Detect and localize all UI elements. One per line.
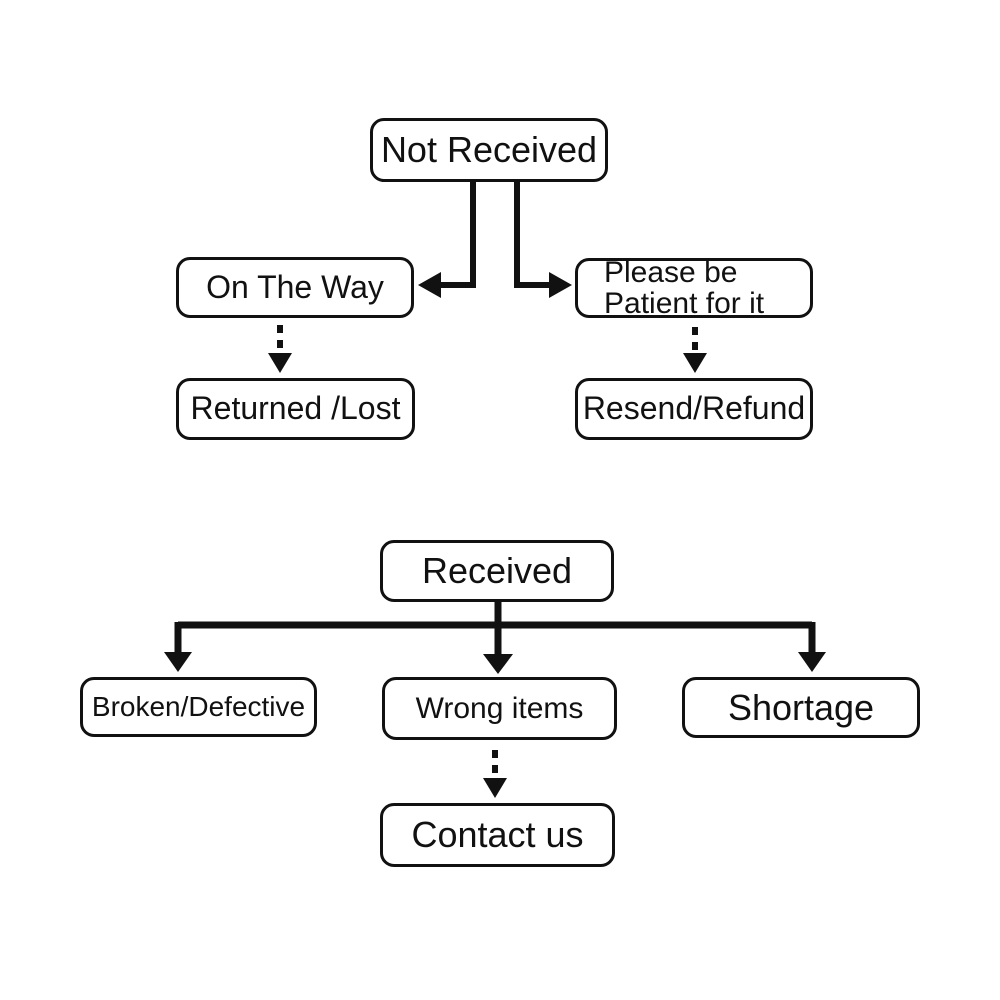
node-contact-us: Contact us [380, 803, 615, 867]
node-shortage: Shortage [682, 677, 920, 738]
node-label: Shortage [727, 686, 875, 728]
node-label: Returned /Lost [190, 390, 401, 427]
node-label: Received [421, 550, 573, 592]
node-broken-defective: Broken/Defective [80, 677, 317, 737]
connector-not-received-to-on-the-way [440, 182, 476, 288]
node-resend-refund: Resend/Refund [575, 378, 813, 440]
node-label: On The Way [206, 268, 384, 305]
node-label-line1: Please be [604, 255, 738, 289]
node-please-be-patient: Please be Patient for it [575, 255, 813, 320]
node-label-line2: Patient for it [604, 287, 765, 320]
node-label: Not Received [380, 129, 598, 171]
arrowhead-down-icon [483, 654, 513, 674]
arrowhead-left-icon [418, 272, 441, 298]
node-on-the-way: On The Way [176, 257, 414, 318]
arrowhead-down-icon [268, 353, 292, 373]
node-label: Broken/Defective [91, 691, 306, 723]
arrowhead-down-icon [483, 778, 507, 798]
node-not-received: Not Received [370, 118, 608, 182]
node-label: Wrong items [415, 691, 584, 725]
node-label: Contact us [411, 814, 584, 856]
node-wrong-items: Wrong items [382, 677, 617, 740]
node-received: Received [380, 540, 614, 602]
node-returned-lost: Returned /Lost [176, 378, 415, 440]
arrowhead-down-icon [164, 652, 192, 672]
connector-not-received-to-please-patient [514, 182, 551, 288]
arrowhead-down-icon [798, 652, 826, 672]
arrowhead-right-icon [549, 272, 572, 298]
arrowhead-down-icon [683, 353, 707, 373]
node-label: Resend/Refund [582, 390, 806, 427]
